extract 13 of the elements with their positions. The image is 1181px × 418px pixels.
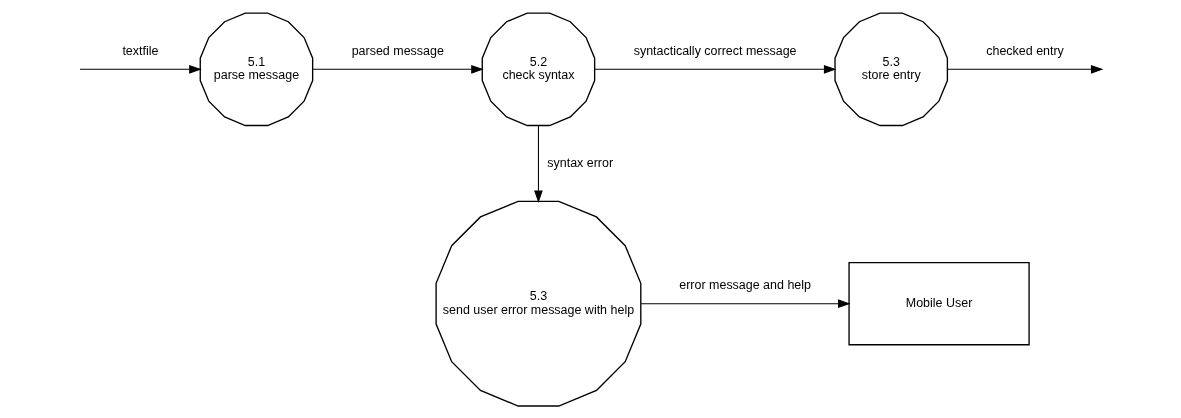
arrow <box>311 64 484 74</box>
edge-label: syntax error <box>546 155 613 170</box>
arrow <box>640 298 851 308</box>
arrow <box>533 124 543 203</box>
edge-label: parsed message <box>351 43 444 58</box>
edge-label: error message and help <box>678 277 811 292</box>
edge-label: textfile <box>121 43 158 58</box>
arrow <box>79 64 202 74</box>
arrow <box>593 64 836 74</box>
edge-label: syntactically correct message <box>633 43 797 58</box>
arrow <box>946 64 1103 74</box>
edge-label: checked entry <box>985 43 1064 58</box>
node-box: Mobile User <box>847 261 1030 345</box>
